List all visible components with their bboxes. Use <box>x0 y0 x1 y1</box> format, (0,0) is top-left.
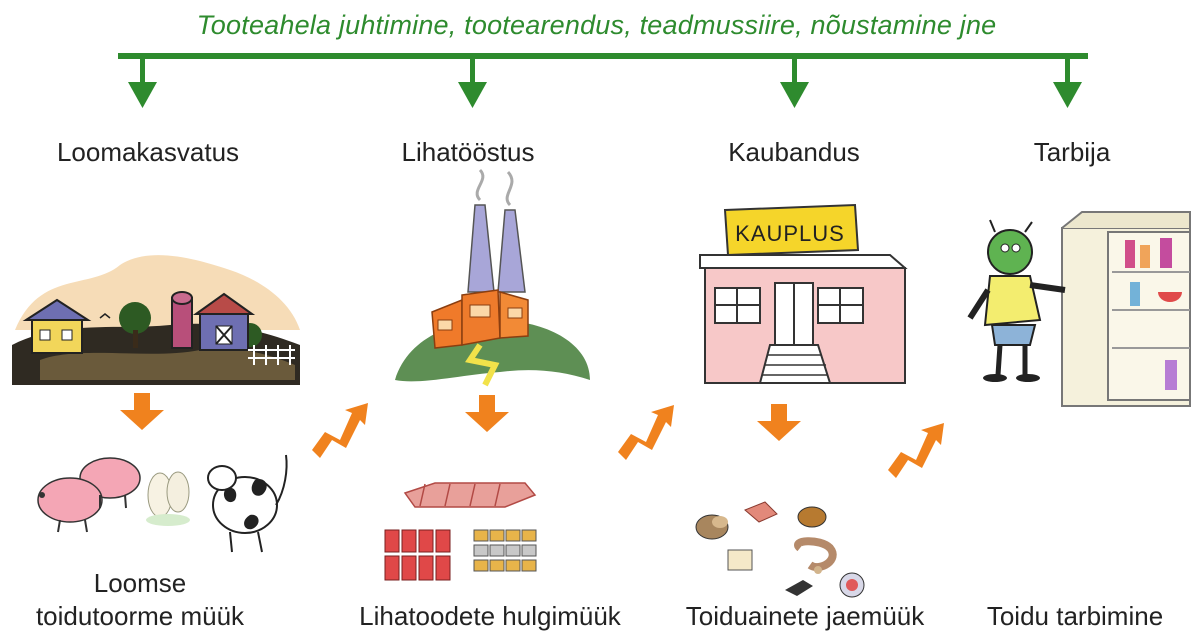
orange-down-arrow-2 <box>465 395 509 432</box>
orange-diagonal-arrow-2 <box>618 405 674 460</box>
orange-diagonal-arrow-3 <box>888 423 944 478</box>
orange-down-arrow-3 <box>757 404 801 441</box>
orange-down-arrow-1 <box>120 393 164 430</box>
meat-products-illustration <box>385 483 536 580</box>
stage-output-tarbija: Toidu tarbimine <box>965 600 1185 633</box>
stage-output-loomakasvatus: Loomse toidutoorme müük <box>10 567 270 633</box>
farm-illustration <box>12 255 300 385</box>
green-arrow-1 <box>128 58 157 108</box>
green-arrow-4 <box>1053 58 1082 108</box>
green-arrow-2 <box>458 58 487 108</box>
consumer-fridge-illustration <box>970 212 1190 406</box>
stage-output-line2: toidutoorme müük <box>10 600 270 633</box>
factory-illustration <box>395 170 590 385</box>
orange-diagonal-arrow-1 <box>312 403 368 458</box>
stage-output-line1: Loomse <box>10 567 270 600</box>
stage-output-kaubandus: Toiduainete jaemüük <box>670 600 940 633</box>
green-arrow-3 <box>780 58 809 108</box>
groceries-illustration <box>696 502 864 597</box>
livestock-illustration <box>38 455 287 552</box>
stage-title-tarbija: Tarbija <box>942 137 1193 168</box>
top-bar <box>118 53 1088 59</box>
stage-title-lihatoostus: Lihatööstus <box>338 137 598 168</box>
stage-output-lihatoostus: Lihatoodete hulgimüük <box>345 600 635 633</box>
shop-sign-text: KAUPLUS <box>735 221 845 246</box>
stage-title-loomakasvatus: Loomakasvatus <box>18 137 278 168</box>
stage-title-kaubandus: Kaubandus <box>664 137 924 168</box>
